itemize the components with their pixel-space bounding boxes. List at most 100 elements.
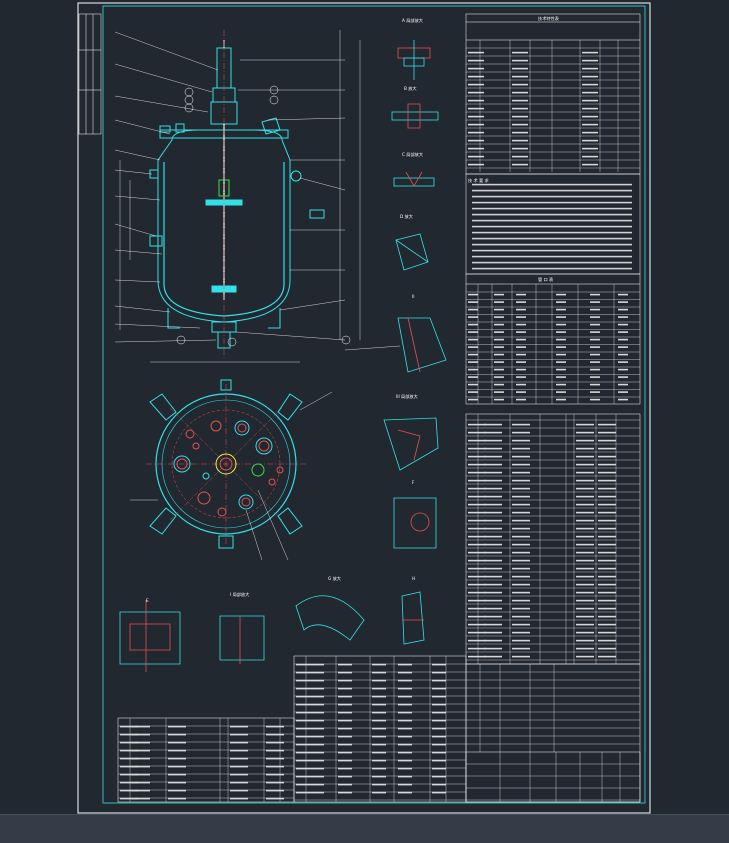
table-cell-text [468, 338, 478, 341]
parts-list-right [465, 413, 641, 665]
table-cell-text [576, 423, 594, 426]
table-cell-text [372, 671, 386, 674]
table-cell-text [516, 316, 526, 318]
table-cell-text [598, 639, 616, 642]
table-cell-text [468, 323, 478, 326]
table-cell-text [372, 687, 386, 690]
table-cell-text [576, 591, 594, 594]
table-cell-text [598, 527, 616, 530]
table-cell-text [266, 725, 284, 728]
table-cell-text [494, 391, 504, 393]
table-cell-text [512, 575, 530, 578]
table-cell-text [576, 631, 594, 634]
table-cell-text [576, 503, 594, 506]
table-cell-text [598, 495, 616, 498]
table-cell-text [582, 155, 598, 158]
table-cell-text [484, 431, 502, 434]
table-cell-text [230, 797, 248, 800]
table-cell-text [494, 308, 504, 311]
table-cell-text [266, 741, 284, 744]
table-cell-text [468, 623, 486, 626]
table-cell-text [468, 293, 478, 296]
table-cell-text [398, 695, 412, 698]
table-cell-text [556, 331, 566, 333]
table-cell-text [484, 535, 502, 538]
table-cell-text [468, 123, 484, 126]
table-cell-text [494, 368, 504, 371]
table-cell-text [266, 789, 284, 792]
table-cell-text [372, 663, 386, 666]
table-cell-text [516, 301, 526, 303]
table-cell-text [576, 479, 594, 482]
table-cell-text [398, 791, 412, 794]
table-cell-text [576, 527, 594, 530]
table-cell-text [512, 599, 530, 602]
table-cell-text [472, 183, 632, 186]
requirements-title: 技 术 要 求 [468, 177, 490, 184]
table-cell-text [494, 383, 504, 386]
table-cell-text [468, 439, 486, 442]
table-cell-text [338, 751, 352, 754]
table-cell-text [556, 301, 566, 303]
table-cell-text [512, 455, 530, 458]
table-cell-text [598, 631, 616, 634]
table-cell-text [582, 91, 598, 94]
table-cell-text [468, 67, 484, 70]
table-cell-text [556, 368, 566, 371]
table-cell-text [556, 383, 566, 386]
table-cell-text [168, 789, 186, 792]
table-cell-text [468, 479, 486, 482]
table-cell-text [296, 687, 310, 690]
table-cell-text [398, 687, 412, 690]
table-cell-text [516, 376, 526, 378]
table-cell-text [512, 123, 528, 126]
table-cell-text [296, 695, 310, 698]
table-cell-text [310, 735, 324, 738]
table-cell-text [590, 353, 600, 356]
table-cell-text [468, 91, 484, 94]
table-cell-text [590, 376, 600, 378]
table-cell-text [618, 293, 628, 296]
svg-text:H: H [412, 576, 415, 581]
table-cell-text [484, 479, 502, 482]
table-cell-text [310, 775, 324, 778]
table-cell-text [468, 147, 484, 150]
table-cell-text [432, 767, 446, 770]
table-cell-text [576, 583, 594, 586]
table-cell-text [338, 759, 352, 762]
table-cell-text [472, 231, 632, 234]
table-cell-text [598, 543, 616, 546]
table-cell-text [576, 463, 594, 466]
table-cell-text [576, 623, 594, 626]
table-cell-text [398, 671, 412, 674]
table-cell-text [618, 346, 628, 348]
table-cell-text [590, 293, 600, 296]
table-cell-text [468, 376, 478, 378]
table-cell-text [338, 783, 352, 786]
table-cell-text [398, 727, 412, 730]
table-cell-text [338, 791, 352, 794]
table-cell-text [468, 583, 486, 586]
table-cell-text [398, 751, 412, 754]
table-cell-text [310, 743, 324, 746]
table-cell-text [576, 455, 594, 458]
table-cell-text [398, 767, 412, 770]
table-cell-text [468, 543, 486, 546]
margin-table [78, 13, 102, 135]
table-cell-text [468, 398, 478, 401]
table-cell-text [582, 59, 598, 62]
table-cell-text [590, 361, 600, 363]
table-cell-text [432, 783, 446, 786]
table-cell-text [598, 535, 616, 538]
table-cell-text [494, 338, 504, 341]
table-cell-text [398, 743, 412, 746]
svg-text:II: II [412, 294, 414, 299]
leader-lines-right [235, 59, 401, 351]
table-cell-text [494, 301, 504, 303]
table-cell-text [120, 725, 138, 728]
table-cell-text [582, 147, 598, 150]
table-cell-text [512, 527, 530, 530]
table-cell-text [338, 775, 352, 778]
table-cell-text [512, 91, 528, 94]
